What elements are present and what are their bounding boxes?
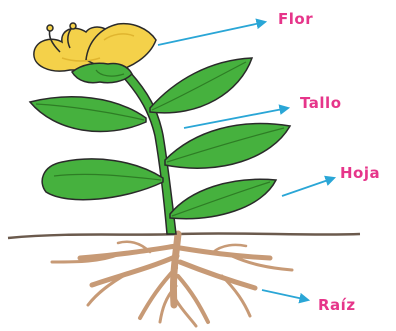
flower-arrow	[158, 22, 265, 45]
roots	[52, 234, 292, 326]
ground-line	[8, 233, 360, 238]
label-flower: Flor	[278, 10, 313, 28]
leaf-arrow	[282, 178, 334, 196]
root-arrow	[262, 290, 308, 300]
label-root: Raíz	[318, 296, 356, 314]
label-leaf: Hoja	[340, 164, 380, 182]
flower	[34, 23, 156, 83]
label-stem: Tallo	[300, 94, 342, 112]
